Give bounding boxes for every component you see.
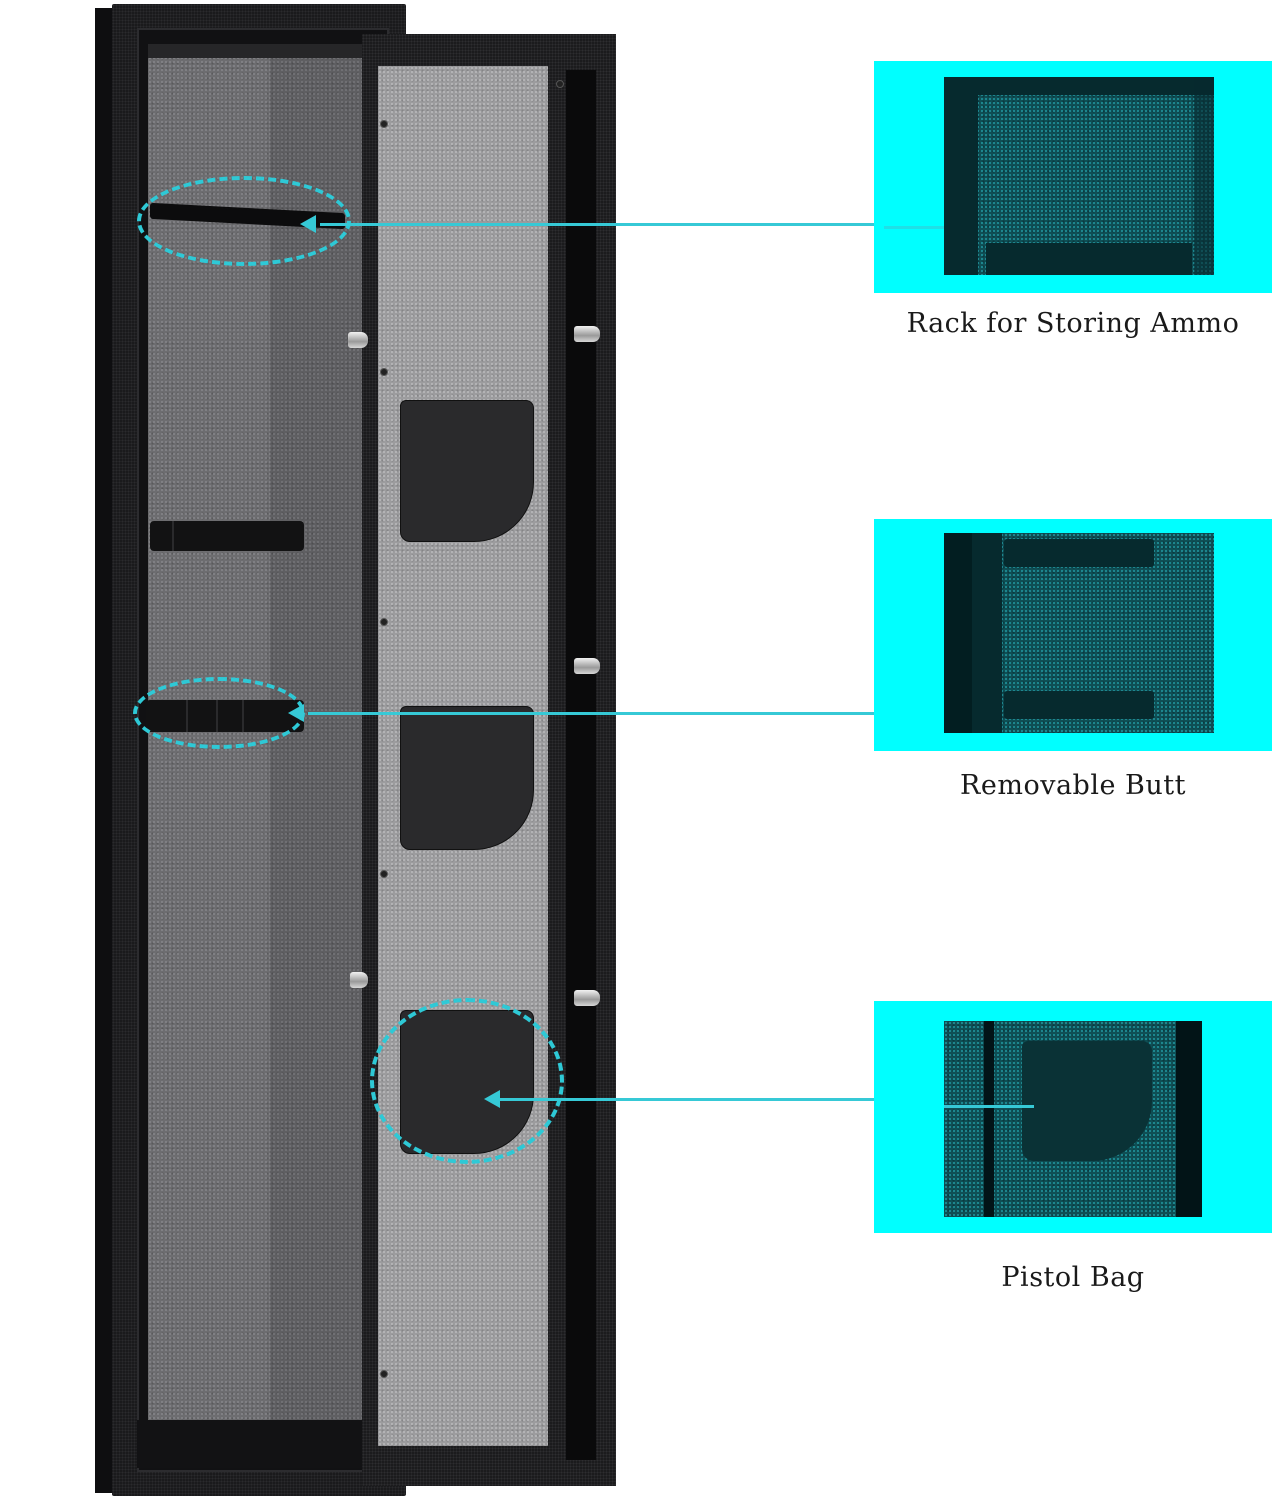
screw-icon — [380, 870, 388, 878]
door-bolt-channel — [566, 70, 596, 1460]
highlight-ellipse-ammo-rack — [137, 176, 351, 266]
pistol-pouch-top — [400, 400, 534, 542]
screw-icon — [556, 80, 564, 88]
arrow-line-ammo — [320, 223, 874, 226]
callout-removable-butt — [874, 519, 1272, 751]
interior-shadow — [270, 44, 378, 1446]
highlight-ellipse-butt — [133, 677, 305, 749]
arrow-line-inset — [944, 1105, 1034, 1108]
screw-icon — [380, 368, 388, 376]
safe-side-panel — [95, 8, 117, 1493]
arrow-line-butt — [308, 712, 874, 715]
arrow-left-icon — [288, 704, 304, 722]
highlight-ellipse-pistol-bag — [370, 998, 564, 1164]
ammo-rack-closeup-icon — [944, 77, 1214, 275]
arrow-left-icon — [484, 1090, 500, 1108]
arrow-line-pistol — [500, 1098, 874, 1101]
butt-rack-closeup-icon — [944, 533, 1214, 733]
locking-bolt-icon — [574, 658, 600, 674]
arrow-line-inset — [884, 226, 944, 229]
pistol-pouch-middle — [400, 706, 534, 850]
callout-label-pistol-bag: Pistol Bag — [1001, 1262, 1145, 1293]
pistol-pouch-closeup-icon — [944, 1021, 1202, 1217]
arrow-left-icon — [300, 215, 316, 233]
callout-pistol-bag — [874, 1001, 1272, 1233]
screw-icon — [380, 1370, 388, 1378]
screw-icon — [380, 120, 388, 128]
locking-bolt-icon — [574, 990, 600, 1006]
top-ledge — [148, 44, 378, 58]
callout-label-removable-butt: Removable Butt — [960, 770, 1186, 801]
locking-bolt-icon — [350, 972, 368, 988]
locking-bolt-icon — [574, 326, 600, 342]
screw-icon — [380, 618, 388, 626]
locking-bolt-icon — [348, 332, 368, 348]
barrel-rest-rack — [150, 521, 304, 551]
callout-ammo-rack — [874, 61, 1272, 293]
callout-label-ammo-rack: Rack for Storing Ammo — [906, 308, 1240, 339]
bottom-base — [137, 1420, 382, 1468]
